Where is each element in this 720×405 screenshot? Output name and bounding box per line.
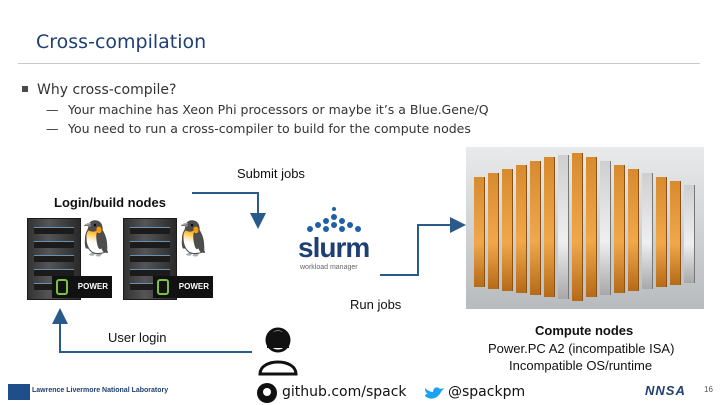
user-login-label: User login — [108, 330, 167, 345]
dash-icon: — — [46, 102, 59, 117]
tux-penguin-icon: 🐧 — [75, 220, 118, 258]
power-logo: POWER — [52, 276, 112, 298]
bullet-item: Why cross-compile? — [22, 82, 176, 98]
bullet-text: Why cross-compile? — [37, 82, 177, 98]
tux-penguin-icon: 🐧 — [172, 220, 215, 258]
submit-jobs-label: Submit jobs — [237, 166, 305, 181]
power-logo: POWER — [153, 276, 213, 298]
submit-arrow — [192, 192, 266, 229]
nnsa-logo: NNSA — [645, 383, 686, 398]
lab-name: Lawrence Livermore National Laboratory — [32, 387, 169, 394]
dash-icon: — — [46, 121, 59, 136]
github-link[interactable]: github.com/spack — [282, 384, 407, 400]
user-person-icon — [258, 327, 298, 376]
title-divider — [18, 63, 700, 64]
bullet-square-icon — [22, 86, 28, 92]
twitter-bird-icon — [425, 387, 444, 399]
sub-bullet-text: Your machine has Xeon Phi processors or … — [68, 102, 489, 117]
compute-nodes-isa: Power.PC A2 (incompatible ISA) — [488, 341, 675, 356]
slurm-dots-icon — [307, 207, 361, 232]
run-jobs-label: Run jobs — [350, 297, 402, 312]
login-nodes-label: Login/build nodes — [54, 195, 166, 210]
twitter-handle[interactable]: @spackpm — [448, 384, 526, 400]
run-jobs-arrow — [380, 217, 466, 276]
sub-bullet-1: — Your machine has Xeon Phi processors or… — [46, 102, 489, 117]
user-login-arrow — [52, 308, 252, 353]
sub-bullet-text: You need to run a cross-compiler to buil… — [68, 121, 471, 136]
github-icon — [257, 383, 277, 403]
compute-nodes-os: Incompatible OS/runtime — [509, 358, 653, 373]
page-number: 16 — [704, 385, 713, 394]
slurm-tagline: workload manager — [300, 264, 358, 271]
sub-bullet-2: — You need to run a cross-compiler to bui… — [46, 121, 471, 136]
llnl-logo-icon — [8, 384, 30, 400]
compute-nodes-image — [466, 147, 704, 309]
compute-nodes-title: Compute nodes — [535, 323, 634, 338]
slide-title: Cross-compilation — [36, 31, 207, 53]
slurm-logo: slurm — [298, 232, 370, 263]
